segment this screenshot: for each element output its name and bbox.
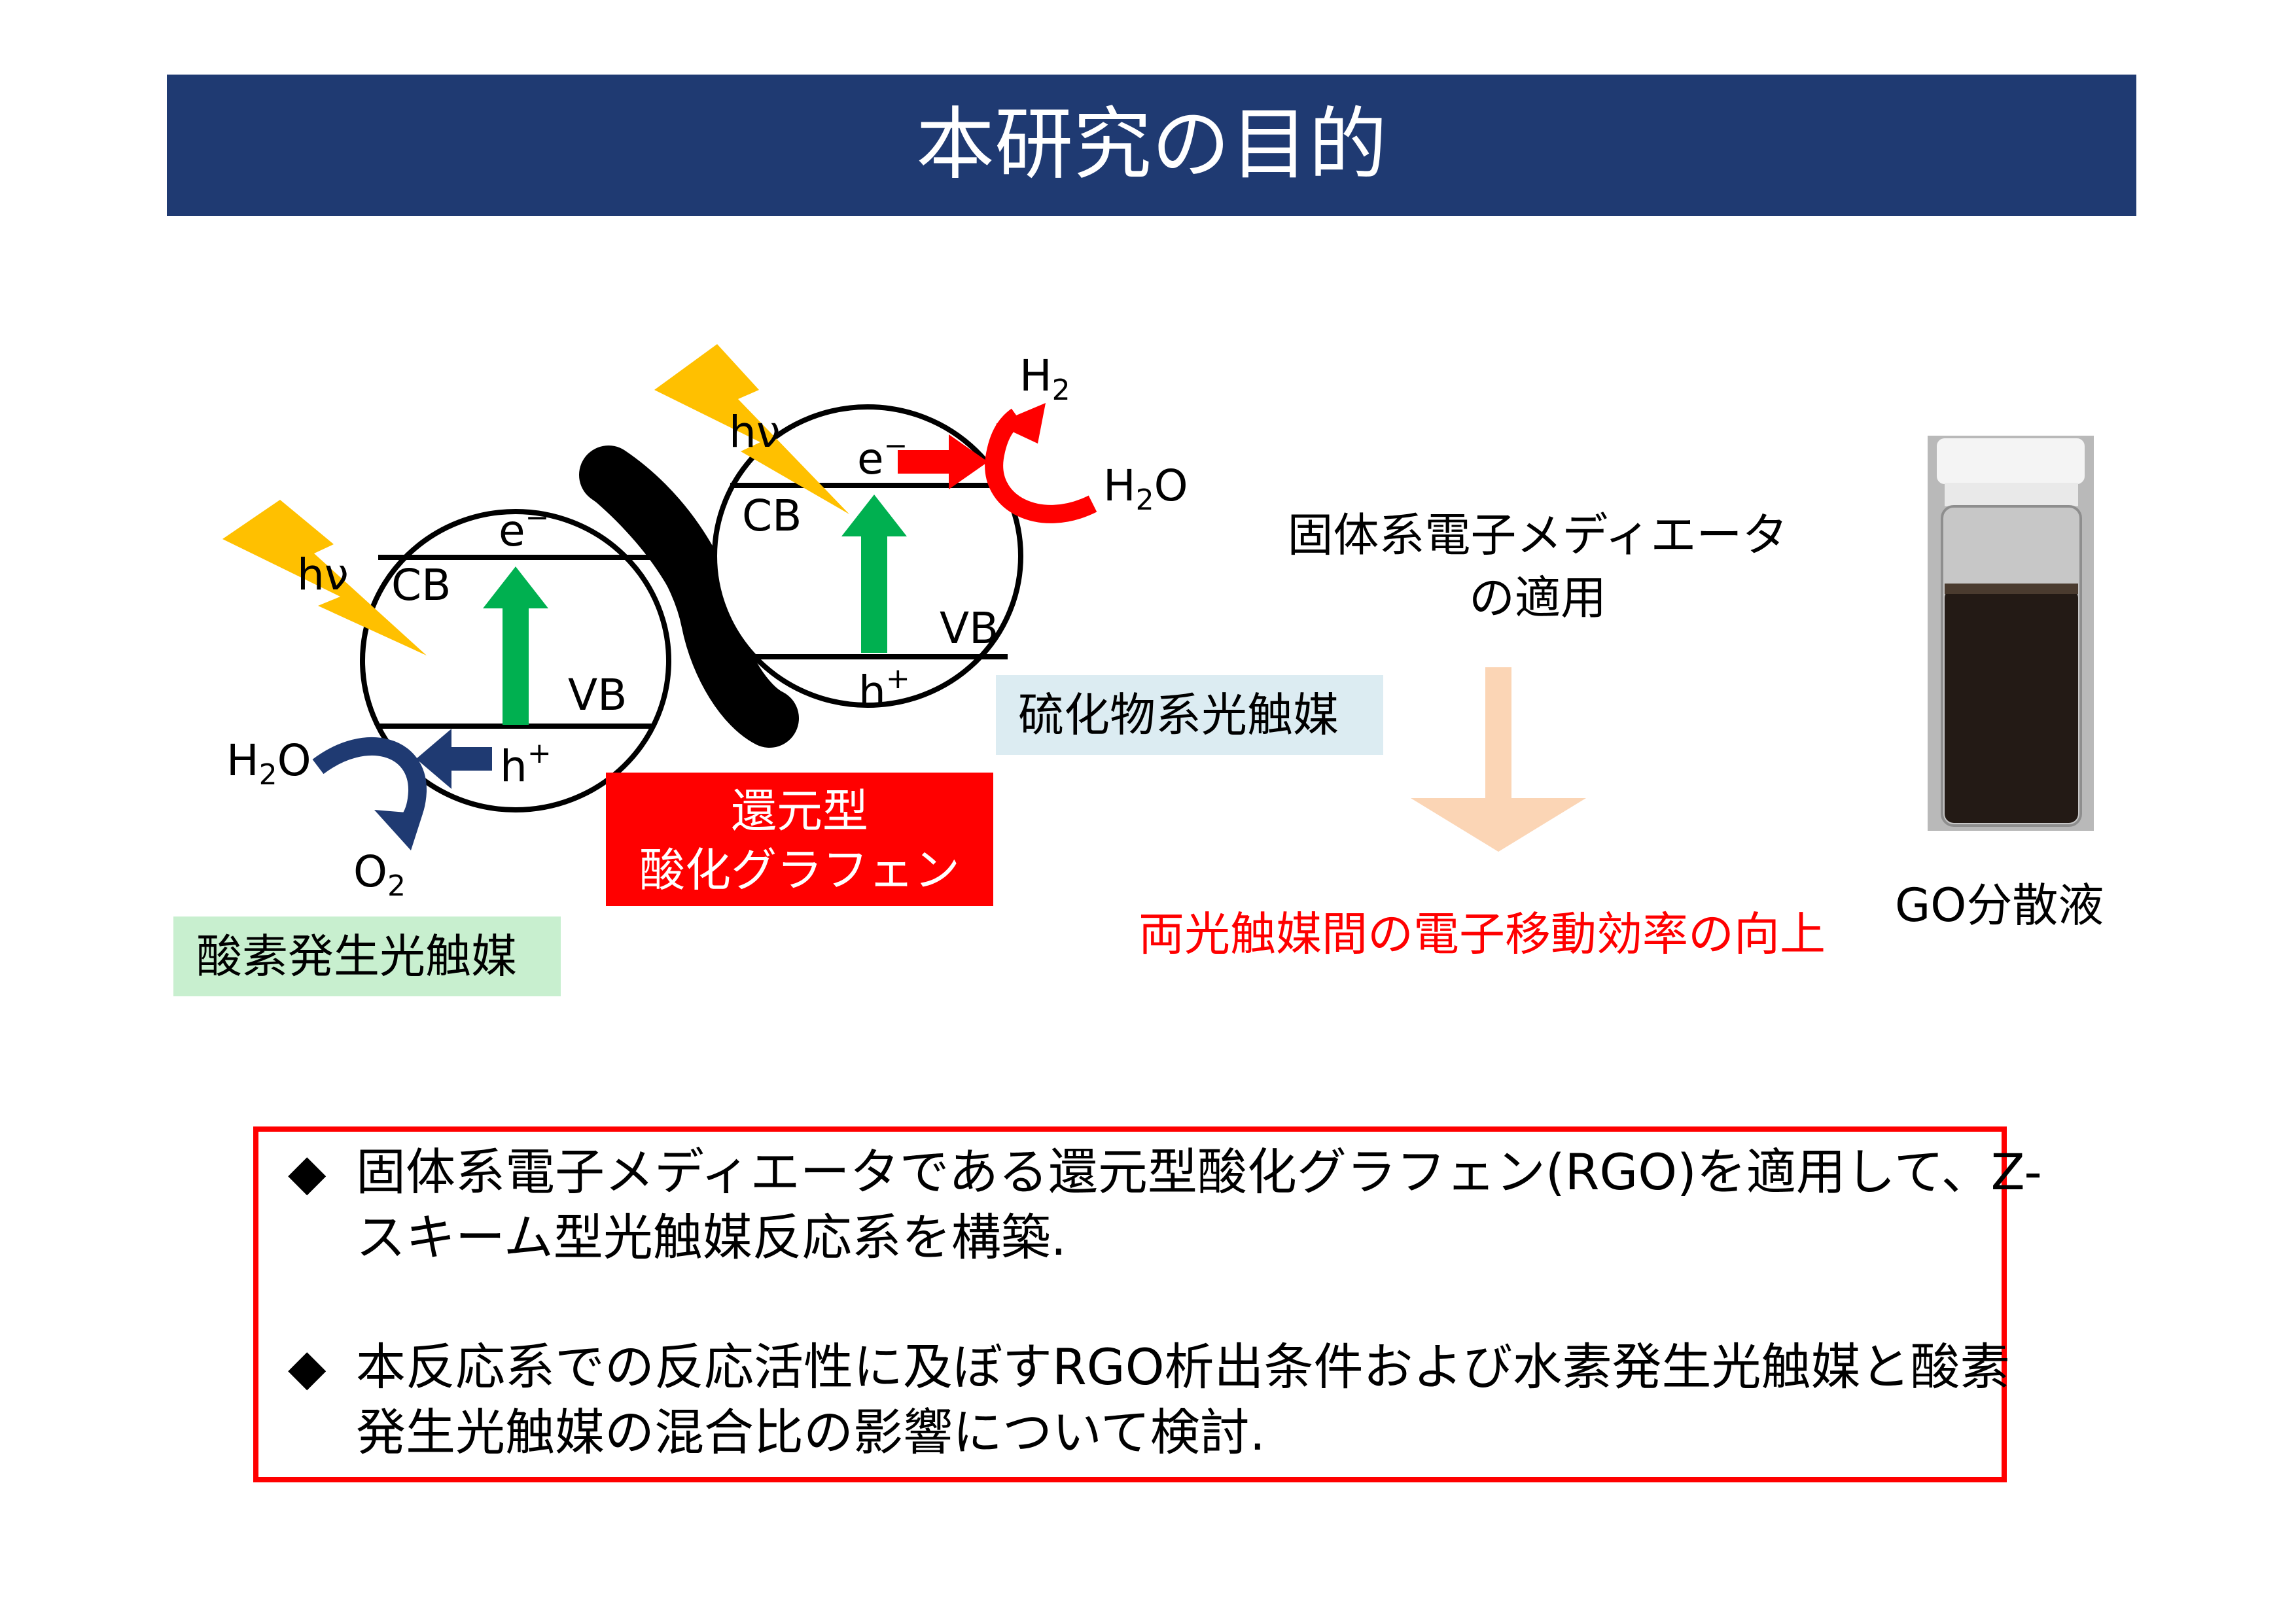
- oxygen-electron-label: e−: [499, 501, 550, 556]
- sulfide-cb-label: CB: [742, 491, 802, 541]
- rgo-label-box: [606, 773, 993, 906]
- summary-box: [253, 1126, 2007, 1482]
- rgo-label-line1: 還元型: [731, 784, 868, 838]
- sulfide-water-label: H2O: [1103, 461, 1188, 517]
- page-title: 本研究の目的: [916, 99, 1387, 190]
- rgo-label: 還元型 酸化グラフェン: [606, 782, 993, 899]
- summary-bullet-1: ◆ 固体系電子メディエータである還元型酸化グラフェン(RGO)を適用して、Z-ス…: [288, 1140, 2044, 1270]
- sulfide-vb-label: VB: [940, 603, 999, 654]
- oxygen-cb-label: CB: [391, 560, 451, 610]
- sulfide-electron-transfer-arrow: [898, 434, 988, 489]
- oxygen-catalyst-label-box: [173, 916, 561, 996]
- sulfide-excitation-arrow: [841, 495, 907, 653]
- sulfide-catalyst-label: 硫化物系光触媒: [1018, 688, 1339, 742]
- sulfide-catalyst-label-box: [996, 675, 1383, 755]
- sulfide-hole-label: h+: [858, 662, 910, 717]
- oxygen-lightning-icon: [222, 500, 427, 655]
- oxygen-product-label: O2: [353, 846, 406, 903]
- summary-bullet-2: ◆ 本反応系での反応活性に及ぼすRGO析出条件および水素発生光触媒と酸素発生光触…: [288, 1335, 2044, 1465]
- sulfide-hv-label: hν: [729, 407, 781, 457]
- oxygen-catalyst-particle: [360, 509, 671, 812]
- oxygen-hv-label: hν: [297, 550, 349, 600]
- sulfide-lightning-icon: [654, 344, 849, 514]
- sulfide-electron-label: e−: [857, 429, 908, 484]
- improvement-text: 両光触媒間の電子移動効率の向上: [1139, 907, 1826, 961]
- oxygen-catalyst-label: 酸素発生光触媒: [196, 930, 517, 983]
- summary-bullet-text: 本反応系での反応活性に及ぼすRGO析出条件および水素発生光触媒と酸素発生光触媒の…: [356, 1338, 2010, 1461]
- oxygen-excitation-arrow: [483, 567, 548, 725]
- sulfide-catalyst-particle: [712, 404, 1023, 708]
- go-dispersion-caption: GO分散液: [1895, 879, 2104, 932]
- oxygen-hole-label: h+: [500, 737, 552, 792]
- mediator-text: 固体系電子メディエータ の適用: [1230, 504, 1845, 629]
- rgo-label-line2: 酸化グラフェン: [639, 843, 960, 897]
- summary-bullet-text: 固体系電子メディエータである還元型酸化グラフェン(RGO)を適用して、Z-スキー…: [356, 1143, 2042, 1266]
- diamond-bullet-icon: ◆: [288, 1143, 327, 1201]
- mediator-line1: 固体系電子メディエータ: [1287, 508, 1788, 562]
- oxygen-vb-label: VB: [568, 670, 627, 720]
- mediator-line2: の適用: [1469, 571, 1606, 625]
- hydrogen-product-label: H2: [1019, 351, 1070, 407]
- water-reduction-arrow: [985, 403, 1097, 523]
- oxygen-hole-transfer-arrow: [416, 729, 492, 789]
- improvement-down-arrow: [1411, 667, 1586, 852]
- water-oxidation-arrow: [312, 737, 427, 850]
- go-dispersion-bottle-image: [1928, 436, 2094, 831]
- diamond-bullet-icon: ◆: [288, 1338, 327, 1396]
- oxygen-water-label: H2O: [226, 735, 311, 792]
- title-bar: [167, 75, 2136, 216]
